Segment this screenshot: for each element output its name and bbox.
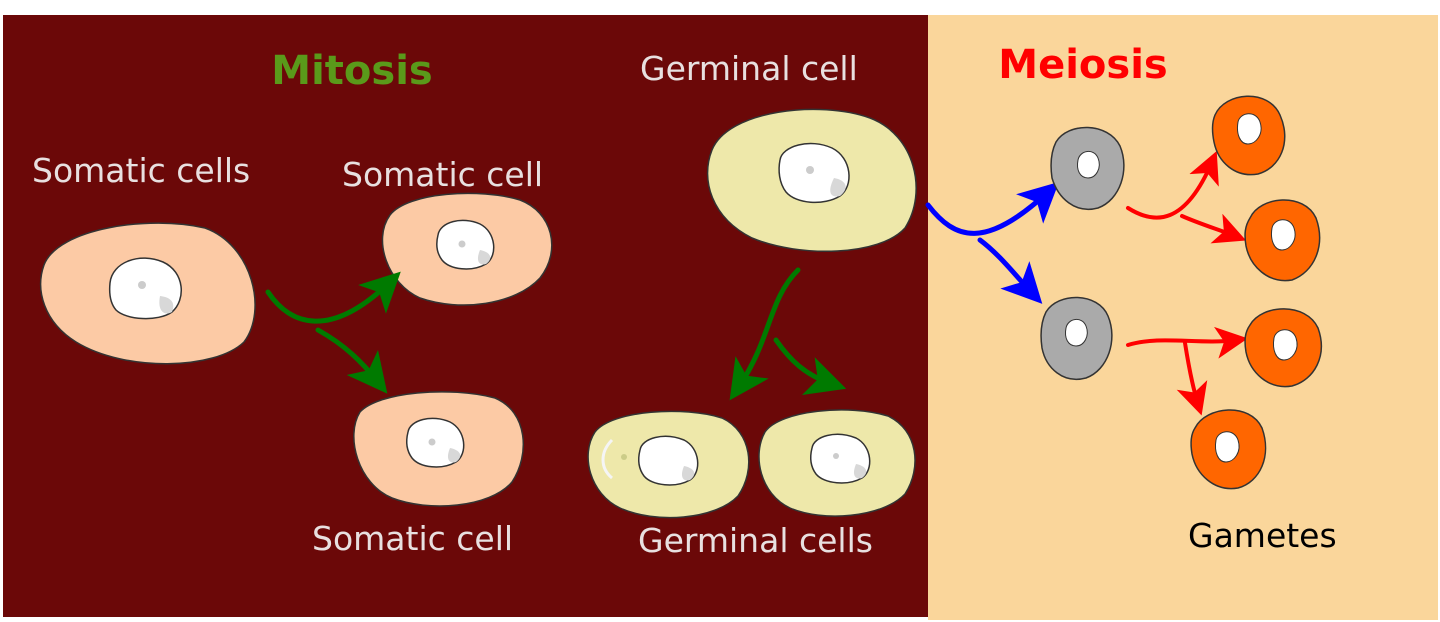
- meiosis-arrow-top: [925, 181, 1060, 236]
- nucleus: [108, 257, 182, 320]
- nucleus: [406, 417, 465, 468]
- somatic-arrow-top: [265, 271, 401, 324]
- meiosis-first-division-arrows: [925, 181, 1060, 304]
- gamete-3: [1244, 308, 1323, 388]
- somatic-daughter-cell-top: [381, 192, 553, 306]
- red-arrow-1b: [1180, 213, 1247, 244]
- nucleus: [1273, 329, 1298, 361]
- label-germinal-cell: Germinal cell: [640, 49, 858, 88]
- germinal-daughter-cell-right: [758, 409, 916, 517]
- nucleus: [1215, 431, 1240, 463]
- meiosis-panel: [928, 15, 1438, 620]
- germinal-parent-cell: [706, 108, 917, 253]
- label-gametes: Gametes: [1188, 516, 1337, 555]
- meiosis-second-division-arrows: [1126, 150, 1248, 416]
- somatic-daughter-cell-bottom: [353, 391, 524, 507]
- label-somatic-cell-top: Somatic cell: [342, 155, 543, 194]
- label-somatic-cell-bottom: Somatic cell: [312, 519, 513, 558]
- red-arrow-2b: [1176, 341, 1208, 416]
- meiosis-arrow-bottom: [977, 237, 1043, 304]
- nucleus: [638, 435, 699, 486]
- mitosis-title: Mitosis: [271, 48, 432, 94]
- nucleus: [436, 219, 495, 270]
- intermediate-cell-top: [1050, 126, 1125, 210]
- somatic-division-arrows: [265, 271, 401, 394]
- meiosis-title: Meiosis: [998, 42, 1167, 88]
- germinal-daughter-cell-left: [587, 410, 750, 519]
- nucleus: [1065, 319, 1088, 347]
- intermediate-cell-bottom: [1040, 296, 1113, 380]
- nucleus: [778, 142, 850, 204]
- label-somatic-cells: Somatic cells: [32, 151, 250, 190]
- germinal-division-arrows: [729, 267, 847, 401]
- somatic-parent-cell: [40, 222, 256, 365]
- nucleus: [1077, 151, 1100, 179]
- gamete-4: [1190, 409, 1267, 490]
- red-arrow-1a: [1126, 150, 1219, 220]
- somatic-arrow-bottom: [315, 327, 388, 394]
- nucleus: [1271, 219, 1296, 251]
- red-arrow-2a: [1126, 326, 1248, 359]
- germinal-arrow-right: [773, 337, 847, 396]
- germinal-arrow-left: [729, 267, 801, 401]
- gamete-2: [1244, 199, 1321, 282]
- label-germinal-cells: Germinal cells: [638, 521, 873, 560]
- nucleus: [810, 433, 871, 484]
- nucleus: [1237, 113, 1262, 145]
- gamete-1: [1211, 95, 1286, 176]
